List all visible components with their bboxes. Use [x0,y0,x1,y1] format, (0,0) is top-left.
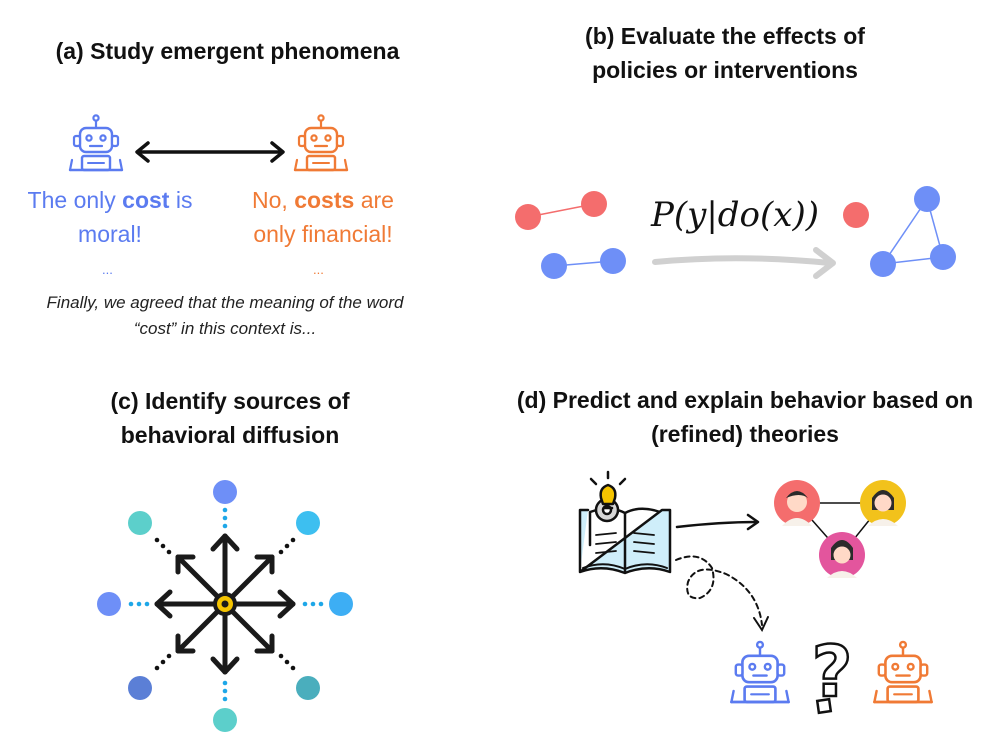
outer-node [97,592,121,616]
red-node [843,202,869,228]
red-node [515,204,541,230]
panel-c-title: (c) Identify sources of behavioral diffu… [110,388,350,448]
outer-node [296,511,320,535]
agreement-note: Finally, we agreed that the meaning of t… [46,293,404,338]
quote-text: No, [252,187,295,213]
person-avatar-icon [860,480,906,526]
book-to-network-arrow [675,513,760,531]
people-network [774,480,906,578]
orange-robot-icon [293,114,349,172]
orange-ellipsis: ... [313,262,324,277]
outer-nodes [97,480,353,732]
outer-node [213,708,237,732]
diagonal-dots [154,537,296,671]
outer-node [128,511,152,535]
book-lightbulb-icon [578,470,672,575]
blue-ellipsis: ... [102,262,113,277]
network-before [515,191,626,279]
panel-d-title: (d) Predict and explain behavior based o… [516,387,974,447]
double-headed-arrow [135,141,285,163]
network-after [843,186,956,277]
panel-a-title: (a) Study emergent phenomena [55,38,400,64]
orange-robot-icon [873,640,933,704]
panel-b-title: (b) Evaluate the effects of policies or … [585,23,865,83]
quote-bold-word: cost [122,187,170,213]
blue-node [541,253,567,279]
blue-robot-icon [730,640,790,704]
outer-node [128,676,152,700]
question-mark-icon: ? [810,630,853,715]
intervention-formula: P(y|do(x)) [650,195,819,235]
outer-node [329,592,353,616]
blue-node [930,244,956,270]
red-node [581,191,607,217]
quote-text: are only financial! [253,187,394,247]
person-avatar-icon [774,480,820,526]
diffusion-dots [128,507,324,702]
blue-node [600,248,626,274]
outer-node [213,480,237,504]
blue-robot-icon [68,114,124,172]
blue-node [914,186,940,212]
quote-bold-word: costs [294,187,355,213]
quote-text: is moral! [78,187,193,247]
diffusion-source [213,592,237,616]
diffusion-arrows [154,533,296,675]
quote-text: The only [27,187,123,213]
person-avatar-icon [819,532,865,578]
blue-node [870,251,896,277]
orange-robot-quote: No, costs are only financial! [228,183,418,251]
dashed-loop-arrow [675,555,769,633]
outer-node [296,676,320,700]
intervention-arrow [652,247,836,279]
blue-robot-quote: The only cost is moral! [10,183,210,251]
